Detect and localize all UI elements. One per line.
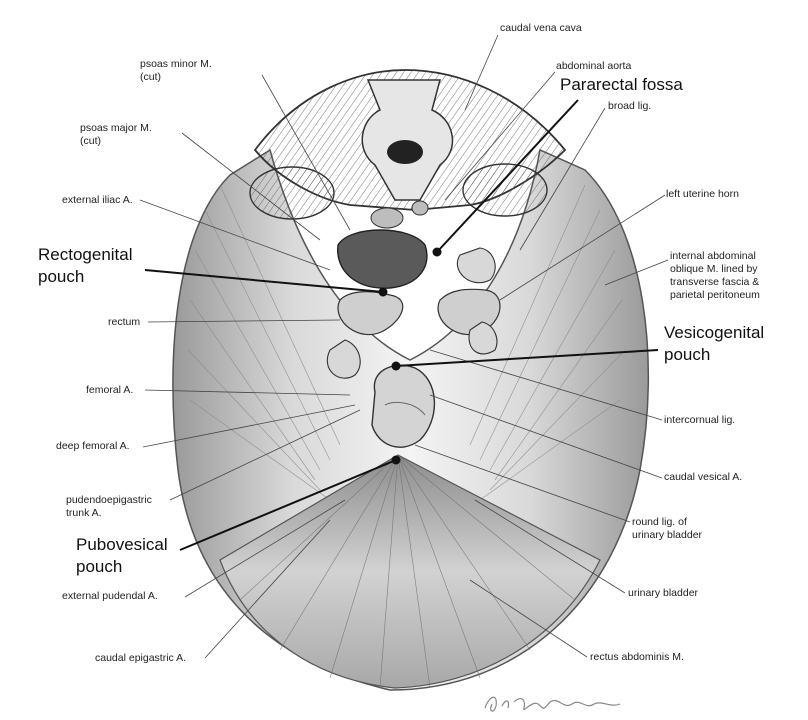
rectum: [337, 229, 428, 289]
uterine-horn-left: [337, 291, 404, 336]
label-left-uterine-horn: left uterine horn: [666, 188, 739, 200]
label-broad-lig: broad lig.: [608, 100, 652, 112]
label-psoas-major: psoas major M. (cut): [80, 122, 152, 147]
rectus-abdominis: [219, 454, 601, 689]
label-femoral-a: femoral A.: [86, 384, 134, 396]
label-external-pudendal: external pudendal A.: [62, 590, 158, 602]
psoas-major-left: [249, 166, 335, 220]
label-urinary-bladder: urinary bladder: [628, 587, 699, 599]
vertebra: [361, 79, 454, 201]
label-caudal-vesical-a: caudal vesical A.: [664, 471, 743, 483]
label-leaders: [139, 34, 669, 659]
label-rectus-abdominis: rectus abdominis M.: [590, 651, 684, 663]
label-psoas-minor: psoas minor M. (cut): [140, 58, 212, 83]
artist-signature: [484, 696, 621, 712]
muscle-striations: [187, 184, 626, 501]
urinary-bladder: [371, 364, 436, 448]
label-round-lig: round lig. of urinary bladder: [632, 516, 703, 541]
label-intercornual-lig: intercornual lig.: [664, 414, 736, 426]
callout-lines: [144, 99, 659, 551]
label-abdominal-aorta: abdominal aorta: [556, 60, 632, 72]
label-caudal-vena-cava: caudal vena cava: [500, 22, 582, 34]
label-deep-femoral-a: deep femoral A.: [56, 440, 130, 452]
psoas-major-right: [462, 163, 548, 217]
label-pudendoepigastric: pudendoepigastric trunk A.: [66, 494, 152, 519]
callout-vesicogenital-pouch: Vesicogenital pouch: [664, 323, 765, 364]
callout-rectogenital-pouch: Rectogenital pouch: [38, 245, 133, 286]
callout-pararectal-fossa: Pararectal fossa: [560, 75, 683, 94]
label-external-iliac: external iliac A.: [62, 194, 133, 206]
label-internal-abdominal-oblique: internal abdominal oblique M. lined by t…: [670, 250, 760, 301]
label-caudal-epigastric: caudal epigastric A.: [95, 652, 187, 664]
callout-pubovesical-pouch: Pubovesical pouch: [76, 535, 168, 576]
label-rectum: rectum: [108, 316, 141, 328]
callout-dots: [378, 247, 442, 465]
